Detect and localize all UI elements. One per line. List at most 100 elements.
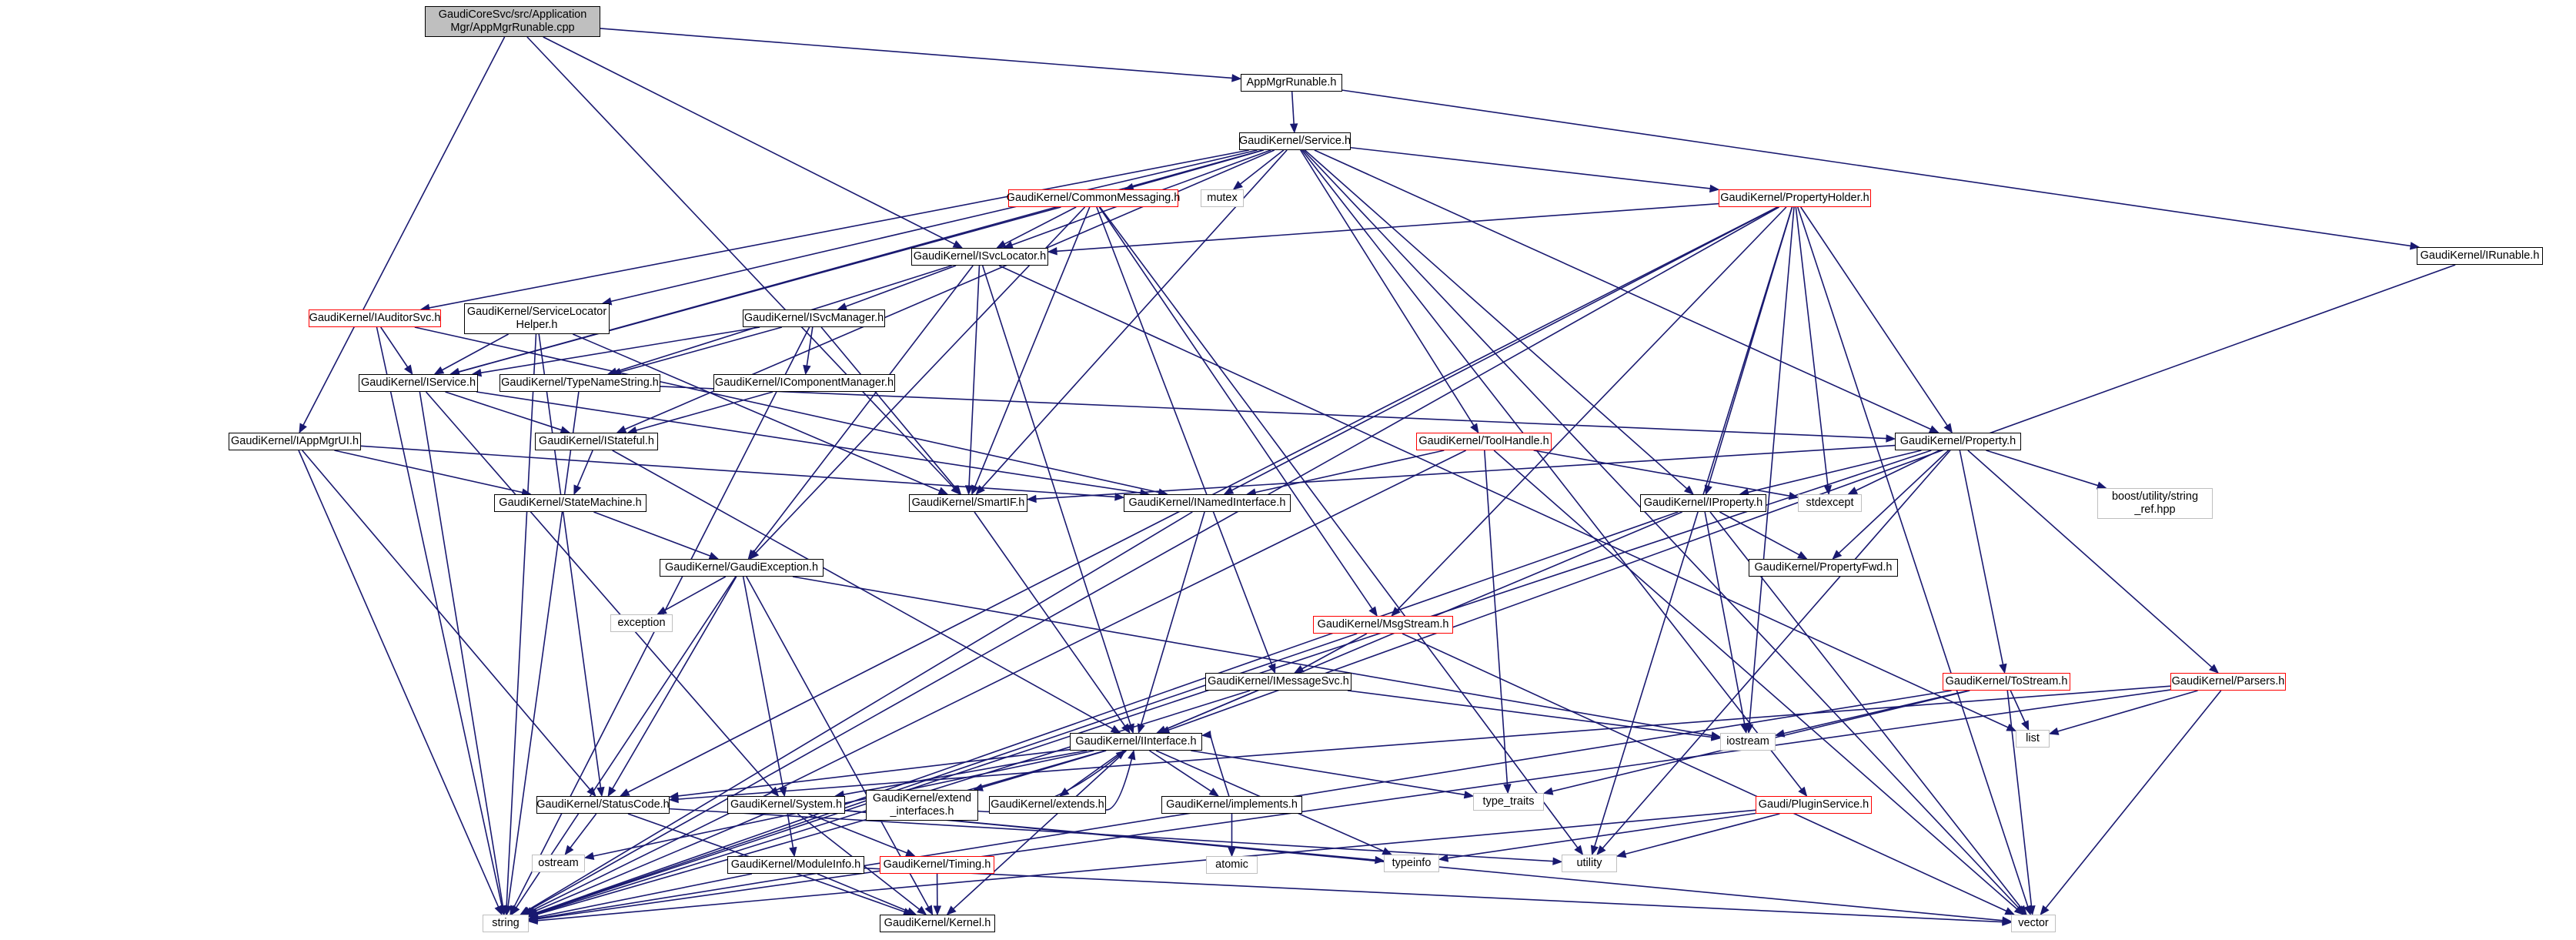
- dependency-edge: [968, 265, 981, 487]
- edge-arrowhead: [1293, 664, 1305, 674]
- node-atomic[interactable]: atomic: [1206, 856, 1258, 874]
- node-iservice-h[interactable]: GaudiKernel/IService.h: [359, 374, 478, 392]
- node-icomponentmanager-h[interactable]: GaudiKernel/IComponentManager.h: [713, 374, 895, 392]
- dependency-edge: [1402, 633, 2007, 912]
- node-extend-interfaces-h[interactable]: GaudiKernel/extend _interfaces.h: [866, 790, 978, 821]
- edge-arrowhead: [583, 851, 595, 860]
- dependency-edge: [792, 576, 1712, 737]
- node-commonmessaging-h[interactable]: GaudiKernel/CommonMessaging.h: [1007, 189, 1180, 207]
- node-utility[interactable]: utility: [1562, 855, 1617, 872]
- node-servicelocatorhelper-h[interactable]: GaudiKernel/ServiceLocator Helper.h: [464, 303, 610, 334]
- edge-arrowhead: [917, 905, 927, 915]
- edge-arrowhead: [1231, 74, 1242, 82]
- dependency-edge: [1856, 450, 1940, 491]
- edge-arrowhead: [1832, 550, 1843, 560]
- node-appmgrrunable-h[interactable]: AppMgrRunable.h: [1241, 74, 1342, 92]
- edge-arrowhead: [1683, 485, 1695, 495]
- node-isvclocator-h[interactable]: GaudiKernel/ISvcLocator.h: [911, 248, 1048, 266]
- dependency-edge: [2045, 690, 2222, 908]
- node-toolhandle-h[interactable]: GaudiKernel/ToolHandle.h: [1416, 433, 1552, 450]
- dependency-edge: [998, 265, 2009, 728]
- edge-arrowhead: [433, 366, 445, 375]
- node-typenamestring-h[interactable]: GaudiKernel/TypeNameString.h: [499, 374, 660, 392]
- dependency-edge: [1959, 450, 2004, 665]
- dependency-edge: [302, 36, 506, 426]
- node-irunable-h[interactable]: GaudiKernel/IRunable.h: [2417, 247, 2543, 265]
- node-system-h[interactable]: GaudiKernel/System.h: [727, 796, 845, 814]
- dependency-edge: [538, 333, 602, 788]
- dependency-edge: [543, 36, 955, 245]
- node-iauditorsvc-h[interactable]: GaudiKernel/IAuditorSvc.h: [309, 309, 441, 327]
- node-gaudiexception-h[interactable]: GaudiKernel/GaudiException.h: [660, 559, 824, 577]
- node-vector[interactable]: vector: [2011, 915, 2056, 932]
- node-service-h[interactable]: GaudiKernel/Service.h: [1239, 132, 1351, 150]
- node-isvcmanager-h[interactable]: GaudiKernel/ISvcManager.h: [743, 309, 885, 327]
- node-iinterface-h[interactable]: GaudiKernel/IInterface.h: [1070, 733, 1202, 751]
- dependency-edge: [1314, 149, 1931, 430]
- edge-arrowhead: [503, 905, 513, 916]
- node-implements-h[interactable]: GaudiKernel/implements.h: [1161, 796, 1302, 814]
- node-boost-string-ref-hpp[interactable]: boost/utility/string _ref.hpp: [2097, 488, 2213, 519]
- node-root-appmgrrunable-cpp[interactable]: GaudiCoreSvc/src/Application Mgr/AppMgrR…: [425, 6, 600, 37]
- edge-arrowhead: [964, 485, 974, 496]
- node-iostream[interactable]: iostream: [1720, 733, 1776, 751]
- node-inamedinterface-h[interactable]: GaudiKernel/INamedInterface.h: [1124, 494, 1291, 512]
- edge-arrowhead: [596, 786, 605, 798]
- edge-arrowhead: [1574, 845, 1584, 856]
- node-pluginservice-h[interactable]: Gaudi/PluginService.h: [1756, 796, 1872, 814]
- edge-arrowhead: [946, 905, 957, 915]
- node-list[interactable]: list: [2016, 730, 2050, 748]
- node-moduleinfo-h[interactable]: GaudiKernel/ModuleInfo.h: [727, 856, 864, 874]
- node-tostream-h[interactable]: GaudiKernel/ToStream.h: [1943, 673, 2070, 691]
- node-statuscode-h[interactable]: GaudiKernel/StatusCode.h: [536, 796, 670, 814]
- node-istateful-h[interactable]: GaudiKernel/IStateful.h: [535, 433, 658, 450]
- dependency-edge: [530, 450, 1467, 912]
- edge-arrowhead: [803, 364, 811, 376]
- edge-arrowhead: [1047, 247, 1057, 256]
- node-imessagesvc-h[interactable]: GaudiKernel/IMessageSvc.h: [1205, 673, 1351, 691]
- node-type-traits[interactable]: type_traits: [1473, 793, 1544, 811]
- dependency-edge: [806, 326, 814, 366]
- node-exception[interactable]: exception: [610, 614, 673, 632]
- edge-arrowhead: [933, 905, 942, 916]
- dependency-edge: [536, 689, 2171, 920]
- dependency-edge: [1239, 149, 1285, 185]
- node-propertyholder-h[interactable]: GaudiKernel/PropertyHolder.h: [1719, 189, 1871, 207]
- edge-arrowhead: [1232, 180, 1243, 190]
- dependency-edge: [1035, 444, 1896, 500]
- node-extends-h[interactable]: GaudiKernel/extends.h: [989, 796, 1106, 814]
- dependency-edge: [787, 813, 794, 848]
- dependency-edge: [526, 36, 955, 489]
- dependency-edge: [302, 450, 591, 791]
- node-smartif-h[interactable]: GaudiKernel/SmartIF.h: [909, 494, 1027, 512]
- edge-arrowhead: [668, 791, 680, 801]
- node-statemachine-h[interactable]: GaudiKernel/StateMachine.h: [494, 494, 647, 512]
- node-parsers-h[interactable]: GaudiKernel/Parsers.h: [2170, 673, 2286, 691]
- node-timing-h[interactable]: GaudiKernel/Timing.h: [880, 856, 994, 874]
- dependency-edge: [845, 265, 957, 307]
- edge-arrowhead: [1710, 733, 1722, 741]
- node-string[interactable]: string: [483, 915, 529, 932]
- edge-arrowhead: [2040, 905, 2050, 916]
- edge-arrowhead: [952, 240, 964, 249]
- edge-arrowhead: [1223, 487, 1235, 495]
- node-ostream[interactable]: ostream: [532, 855, 585, 872]
- dependency-edge: [2006, 690, 2033, 907]
- dependency-edge: [600, 28, 1233, 79]
- edge-arrowhead: [657, 606, 667, 615]
- node-kernel-h[interactable]: GaudiKernel/Kernel.h: [880, 915, 995, 932]
- dependency-edge: [1986, 450, 2099, 487]
- dependency-edge: [593, 511, 711, 557]
- node-iproperty-h[interactable]: GaudiKernel/IProperty.h: [1640, 494, 1766, 512]
- node-iappmgrui-h[interactable]: GaudiKernel/IAppMgrUI.h: [229, 433, 361, 450]
- node-typeinfo[interactable]: typeinfo: [1384, 855, 1439, 872]
- node-property-h[interactable]: GaudiKernel/Property.h: [1895, 433, 2021, 450]
- edge-arrowhead: [1228, 847, 1236, 858]
- node-mutex[interactable]: mutex: [1201, 189, 1244, 207]
- dependency-edge: [1704, 511, 1746, 725]
- dependency-edge: [1447, 812, 1756, 859]
- dependency-edge: [1105, 758, 1133, 811]
- node-msgstream-h[interactable]: GaudiKernel/MsgStream.h: [1313, 616, 1453, 634]
- node-stdexcept[interactable]: stdexcept: [1798, 494, 1862, 512]
- node-propertyfwd-h[interactable]: GaudiKernel/PropertyFwd.h: [1749, 559, 1898, 577]
